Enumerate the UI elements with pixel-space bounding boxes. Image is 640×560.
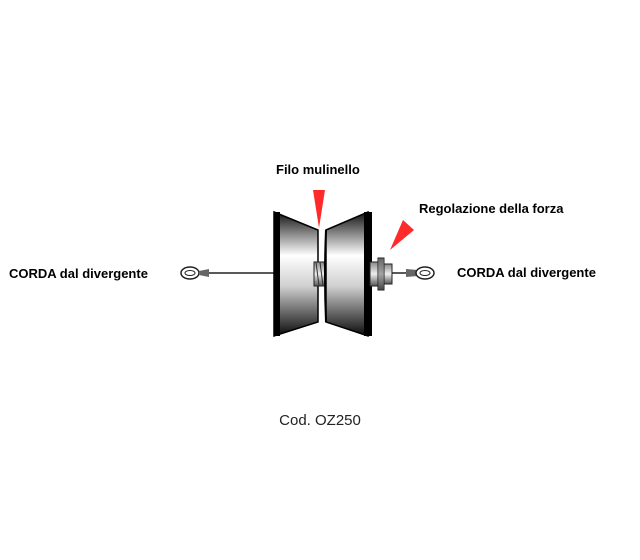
right-spool: [324, 210, 372, 338]
force-arrow: [390, 220, 414, 250]
reel-line-arrow: [313, 190, 325, 228]
product-code: Cod. OZ250: [279, 412, 361, 429]
force-adjuster: [369, 257, 393, 291]
label-right-cord: CORDA dal divergente: [457, 265, 596, 280]
label-force-adjustment: Regolazione della forza: [419, 201, 564, 216]
right-cord: [392, 266, 435, 280]
label-reel-line: Filo mulinello: [276, 162, 360, 177]
left-spool: [273, 210, 319, 338]
left-cord: [180, 266, 278, 280]
label-left-cord: CORDA dal divergente: [9, 266, 148, 281]
